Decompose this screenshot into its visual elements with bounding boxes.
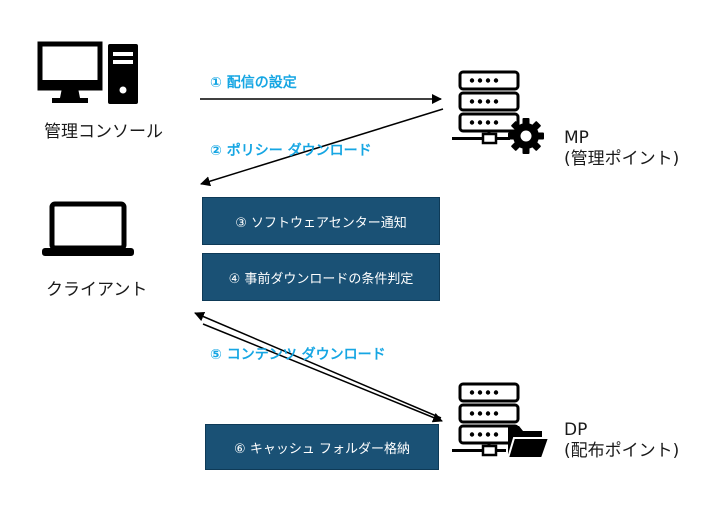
mp-title: MP (564, 128, 589, 148)
arrow-dp-to-client (194, 311, 442, 419)
desktop-pc-icon (37, 41, 138, 104)
step-2-label: ② ポリシー ダウンロード (210, 143, 372, 159)
server-gear-icon (452, 70, 544, 154)
step-3-box: ③ ソフトウェアセンター通知 (202, 197, 440, 245)
step-5-label: ⑤ コンテンツ ダウンロード (210, 347, 386, 363)
server-folder-icon (452, 382, 551, 459)
client-label: クライアント (46, 280, 148, 300)
dp-label: DP (配布ポイント) (564, 420, 679, 463)
mp-subtitle: (管理ポイント) (564, 149, 680, 170)
laptop-icon (42, 201, 134, 256)
dp-subtitle: (配布ポイント) (564, 441, 680, 462)
console-label: 管理コンソール (44, 122, 163, 142)
arrow-client-to-dp (202, 323, 443, 423)
step-6-box: ⑥ キャッシュ フォルダー格納 (205, 424, 439, 470)
step-4-box: ④ 事前ダウンロードの条件判定 (202, 253, 440, 301)
step-1-label: ① 配信の設定 (210, 75, 297, 91)
dp-title: DP (564, 420, 588, 440)
mp-label: MP (管理ポイント) (564, 128, 679, 171)
arrow-mp-to-client (200, 108, 444, 187)
